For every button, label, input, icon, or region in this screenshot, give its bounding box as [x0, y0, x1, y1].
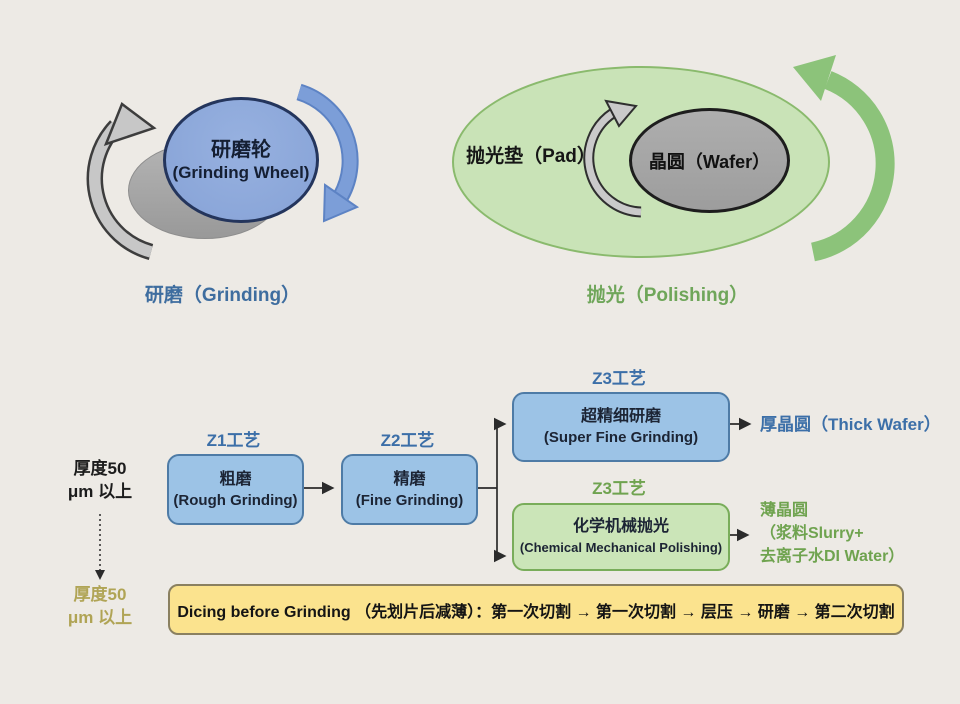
wafer-label: 晶圆（Wafer）	[648, 151, 771, 172]
step-name: 化学机械抛光	[572, 518, 669, 535]
grinding-wheel-label-cn: 研磨轮	[211, 138, 271, 161]
thickness-label-after: 厚度50 μm 以上	[67, 585, 133, 627]
step-name: 精磨	[393, 470, 426, 488]
polishing-caption: 抛光（Polishing）	[586, 285, 749, 306]
step-box-super-fine-grinding: 超精细研磨 (Super Fine Grinding)	[512, 392, 730, 462]
grinding-wheel-ellipse: 研磨轮 (Grinding Wheel)	[163, 97, 319, 223]
pad-label: 抛光垫（Pad）	[466, 146, 596, 167]
step-name-en: (Fine Grinding)	[355, 491, 464, 509]
step-name-en: (Super Fine Grinding)	[543, 429, 699, 446]
step-header-z2: Z2工艺	[380, 431, 435, 450]
dicing-before-grinding-note: Dicing before Grinding （先划片后减薄）：第一次切割 → …	[168, 584, 904, 635]
step-header-z1: Z1工艺	[206, 431, 261, 450]
output-thin-wafer-label: 薄晶圆 （浆料Slurry+ 去离子水DI Water）	[760, 502, 905, 565]
output-thick-wafer-label: 厚晶圆（Thick Wafer）	[760, 415, 941, 434]
wafer-ellipse: 晶圆（Wafer）	[629, 108, 790, 213]
step-box-fine-grinding: 精磨 (Fine Grinding)	[341, 454, 478, 525]
grinding-caption: 研磨（Grinding）	[144, 285, 301, 306]
step-name: 超精细研磨	[580, 408, 661, 425]
step-name: 粗磨	[219, 470, 252, 488]
step-box-cmp: 化学机械抛光 (Chemical Mechanical Polishing)	[512, 503, 730, 571]
grinding-wheel-label-en: (Grinding Wheel)	[172, 162, 310, 182]
step-header-z3-grinding: Z3工艺	[592, 369, 646, 388]
step-header-z3-cmp: Z3工艺	[592, 479, 646, 498]
step-name-en: (Chemical Mechanical Polishing)	[519, 540, 723, 555]
down-dotted-arrow-icon	[95, 514, 105, 580]
step-name-en: (Rough Grinding)	[173, 491, 298, 509]
step-box-rough-grinding: 粗磨 (Rough Grinding)	[167, 454, 304, 525]
thickness-label-before: 厚度50 μm 以上	[67, 459, 133, 501]
